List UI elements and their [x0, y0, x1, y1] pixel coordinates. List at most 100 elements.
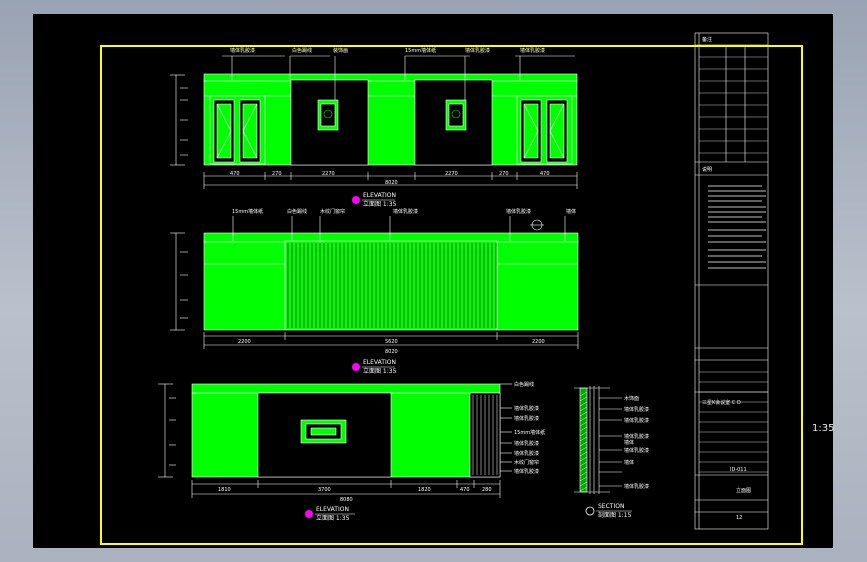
section-hatch-line: [579, 436, 588, 442]
elevation-1-dim: 270: [499, 171, 509, 177]
section-hatch-line: [579, 406, 588, 412]
elevation-3-callout: 墙体乳胶漆: [514, 405, 539, 412]
title-block-notes-title: 说明: [702, 166, 712, 173]
elevation-3-callout: 墙体乳胶漆: [514, 440, 539, 447]
elevation-1-dim: 270: [272, 171, 282, 177]
section-hatch-line: [579, 476, 588, 482]
section-hatch-line: [579, 471, 588, 477]
section-hatch-line: [579, 451, 588, 457]
elevation-3-callout: 白色踢线: [514, 381, 534, 388]
elevation-3-total: 8080: [340, 497, 353, 503]
drawing-svg: 墙体乳胶漆 白色踢线 装饰画 15mm墙体纸 墙体乳胶漆 墙体乳胶漆 470 2…: [158, 32, 769, 530]
section-callout: 木饰面: [624, 395, 639, 402]
elevation-2-callout: 白色踢线: [287, 208, 307, 215]
section-callout: 墙体乳胶漆: [624, 406, 649, 413]
elevation-1-callout: 装饰画: [333, 47, 348, 54]
elevation-3: [158, 383, 512, 495]
elevation-1-callout: 墙体乳胶漆: [465, 47, 490, 54]
section-labels: 木饰面 墙体乳胶漆 墙体乳胶漆 墙体乳胶漆 墙体 墙体乳胶漆 墙体 墙体乳胶漆: [624, 395, 649, 490]
elevation-1-callout: 墙体乳胶漆: [230, 47, 255, 54]
section-callout: 墙体乳胶漆: [624, 417, 649, 424]
elevation-2-callout: 15mm墙体纸: [232, 208, 263, 215]
title-block-header: 备注: [702, 36, 712, 43]
elevation-1-labels: 墙体乳胶漆 白色踢线 装饰画 15mm墙体纸 墙体乳胶漆 墙体乳胶漆 470 2…: [230, 47, 550, 186]
elevation-2-curtain-folds: [287, 243, 497, 328]
section-hatch-line: [579, 461, 588, 467]
elevation-2-callout: 墙体乳胶漆: [506, 208, 531, 215]
elevation-1-title: ELEVATION: [363, 192, 396, 199]
section-hatch-line: [579, 411, 588, 417]
elevation-2-title-group: ELEVATION 立面图 1:35: [352, 359, 397, 375]
elevation-1-total: 8020: [385, 180, 398, 186]
section-title-group: SECTION 剖面图 1:15: [585, 503, 632, 519]
elevation-2-callout: 墙体乳胶漆: [393, 208, 418, 215]
section-hatch-line: [579, 396, 588, 402]
title-block-sheet: 12: [736, 515, 742, 521]
scale-readout: 1:35: [812, 423, 835, 434]
section-title: SECTION: [598, 503, 624, 510]
section-hatch-line: [579, 416, 588, 422]
section-callout: 墙体: [624, 459, 634, 466]
title-block-project: 三星K会议室 C D: [702, 399, 741, 406]
elevation-1-dim: 2270: [445, 171, 458, 177]
title-block-number: ID-011: [730, 467, 747, 473]
section-hatch-line: [579, 421, 588, 427]
section-hatch-line: [579, 481, 588, 487]
elevation-2: [170, 216, 579, 346]
elevation-1-callout: 墙体乳胶漆: [520, 47, 545, 54]
section-hatch-line: [579, 431, 588, 437]
elevation-3-dim-ticks: [169, 397, 501, 498]
elevation-3-callout: 墙体乳胶漆: [514, 450, 539, 457]
section-detail: [574, 386, 622, 494]
elevation-2-dim: 2200: [238, 339, 251, 345]
elevation-1-dim: 470: [230, 171, 240, 177]
elevation-1-dim: 2270: [322, 171, 335, 177]
elevation-3-scale: 立面图 1:35: [316, 514, 350, 522]
elevation-3-dim: 1820: [418, 487, 431, 493]
elevation-3-callout: 15mm墙体纸: [514, 429, 545, 436]
section-hatch-line: [579, 456, 588, 462]
elevation-2-dim-ticks: [180, 251, 579, 349]
elevation-1-cornice: [203, 73, 578, 82]
elevation-1-dim: 470: [540, 171, 550, 177]
section-callout: 墙体乳胶漆: [624, 433, 649, 440]
elevation-3-curtain-folds: [472, 395, 498, 475]
elevation-1-title-group: ELEVATION 立面图 1:35: [352, 192, 397, 208]
elevation-3-dim: 470: [460, 487, 470, 493]
elevation-2-wall-left: [203, 240, 286, 331]
elevation-3-dim: 280: [482, 487, 492, 493]
elevation-1-callout: 白色踢线: [292, 47, 312, 54]
section-hatch-line: [579, 486, 588, 492]
elevation-1-callout: 15mm墙体纸: [405, 47, 436, 54]
elevation-2-wall-right: [496, 240, 579, 331]
elevation-2-dim: 5620: [385, 339, 398, 345]
section-callout: 墙体: [624, 439, 634, 446]
section-hatch-line: [579, 446, 588, 452]
section-hatch-line: [579, 466, 588, 472]
elevation-1-dim-ticks: [180, 87, 578, 189]
elevation-3-callout: 墙体乳胶漆: [514, 468, 539, 475]
elevation-3-dim: 1810: [218, 487, 231, 493]
title-block-drawing: 立面图: [736, 487, 751, 494]
section-callout: 墙体乳胶漆: [624, 483, 649, 490]
title-block-grid: [699, 56, 768, 473]
section-scale: 剖面图 1:15: [598, 511, 632, 519]
elevation-3-title: ELEVATION: [316, 506, 349, 513]
elevation-2-callout: 木纹门窗帘: [320, 208, 345, 215]
sheet-frame: [100, 45, 803, 545]
section-callout: 墙体乳胶漆: [624, 447, 649, 454]
elevation-1-scale: 立面图 1:35: [363, 200, 397, 208]
elevation-2-callout: 墙体: [566, 208, 576, 215]
elevation-2-dim: 2200: [532, 339, 545, 345]
elevation-2-title: ELEVATION: [363, 359, 396, 366]
drawing-canvas[interactable]: 墙体乳胶漆 白色踢线 装饰画 15mm墙体纸 墙体乳胶漆 墙体乳胶漆 470 2…: [33, 14, 833, 548]
section-hatch-line: [579, 441, 588, 447]
elevation-2-scale: 立面图 1:35: [363, 367, 397, 375]
elevation-3-dim: 3700: [318, 487, 331, 493]
elevation-2-curtain: [284, 240, 498, 331]
title-block-labels: 备注 说明 三星K会议室 C D ID-011 立面图 12: [702, 36, 751, 521]
elevation-1: [170, 55, 578, 186]
elevation-2-total: 8020: [385, 349, 398, 355]
elevation-3-labels: 白色踢线 墙体乳胶漆 墙体乳胶漆 15mm墙体纸 墙体乳胶漆 墙体乳胶漆 木纹门…: [218, 381, 545, 503]
